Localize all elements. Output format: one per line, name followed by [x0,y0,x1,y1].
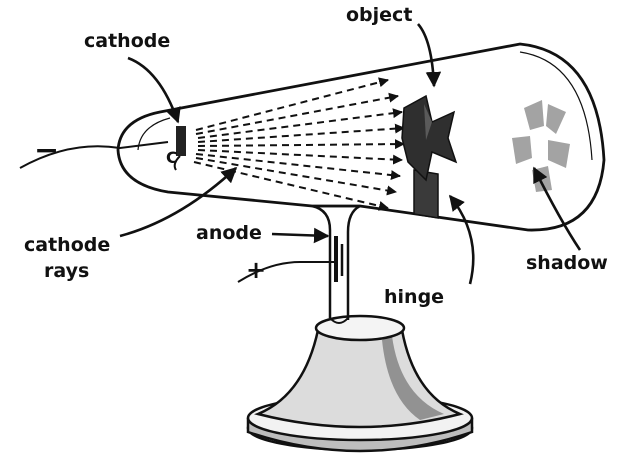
label-cathode-rays-line1: cathode [24,236,110,255]
label-cathode: cathode [84,32,170,51]
label-cathode-rays-line2: rays [44,262,89,281]
stand [248,316,472,451]
label-object: object [346,6,412,25]
negative-terminal-sign: − [34,136,59,166]
tube-stem [312,206,360,323]
label-cathode-letter: C [166,150,178,166]
label-shadow: shadow [526,254,608,273]
positive-terminal-sign: + [246,258,266,282]
label-anode: anode [196,224,262,243]
label-hinge: hinge [384,288,444,307]
